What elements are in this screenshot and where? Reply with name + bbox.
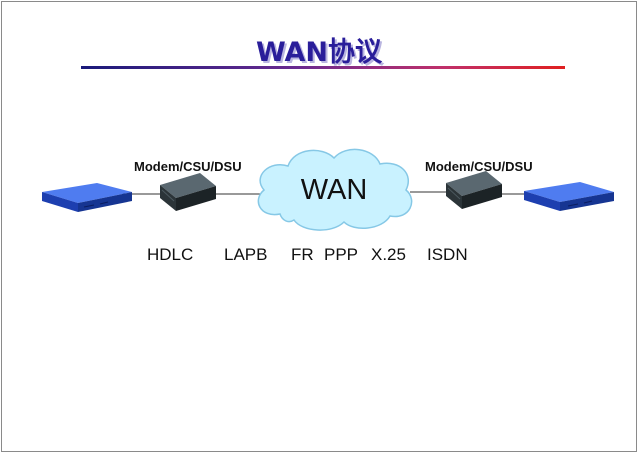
cloud-icon xyxy=(257,148,413,231)
modem-icon xyxy=(160,173,216,211)
left-device-label: Modem/CSU/DSU xyxy=(134,159,242,174)
right-device-label: Modem/CSU/DSU xyxy=(425,159,533,174)
cloud-label: WAN xyxy=(300,174,368,206)
protocol-hdlc: HDLC xyxy=(147,245,194,264)
protocol-ppp: PPP xyxy=(324,245,359,264)
protocol-list: HDLC LAPB FR PPP X.25 ISDN xyxy=(2,245,640,267)
modem-icon xyxy=(446,171,502,209)
protocol-isdn: ISDN xyxy=(427,245,468,264)
title-underline xyxy=(81,66,565,69)
protocol-x25: X.25 xyxy=(371,245,406,264)
router-icon xyxy=(42,183,132,212)
router-icon xyxy=(524,182,614,211)
slide-title: WAN协议 xyxy=(255,37,383,68)
protocol-fr: FR xyxy=(291,245,314,264)
protocol-lapb: LAPB xyxy=(224,245,268,264)
